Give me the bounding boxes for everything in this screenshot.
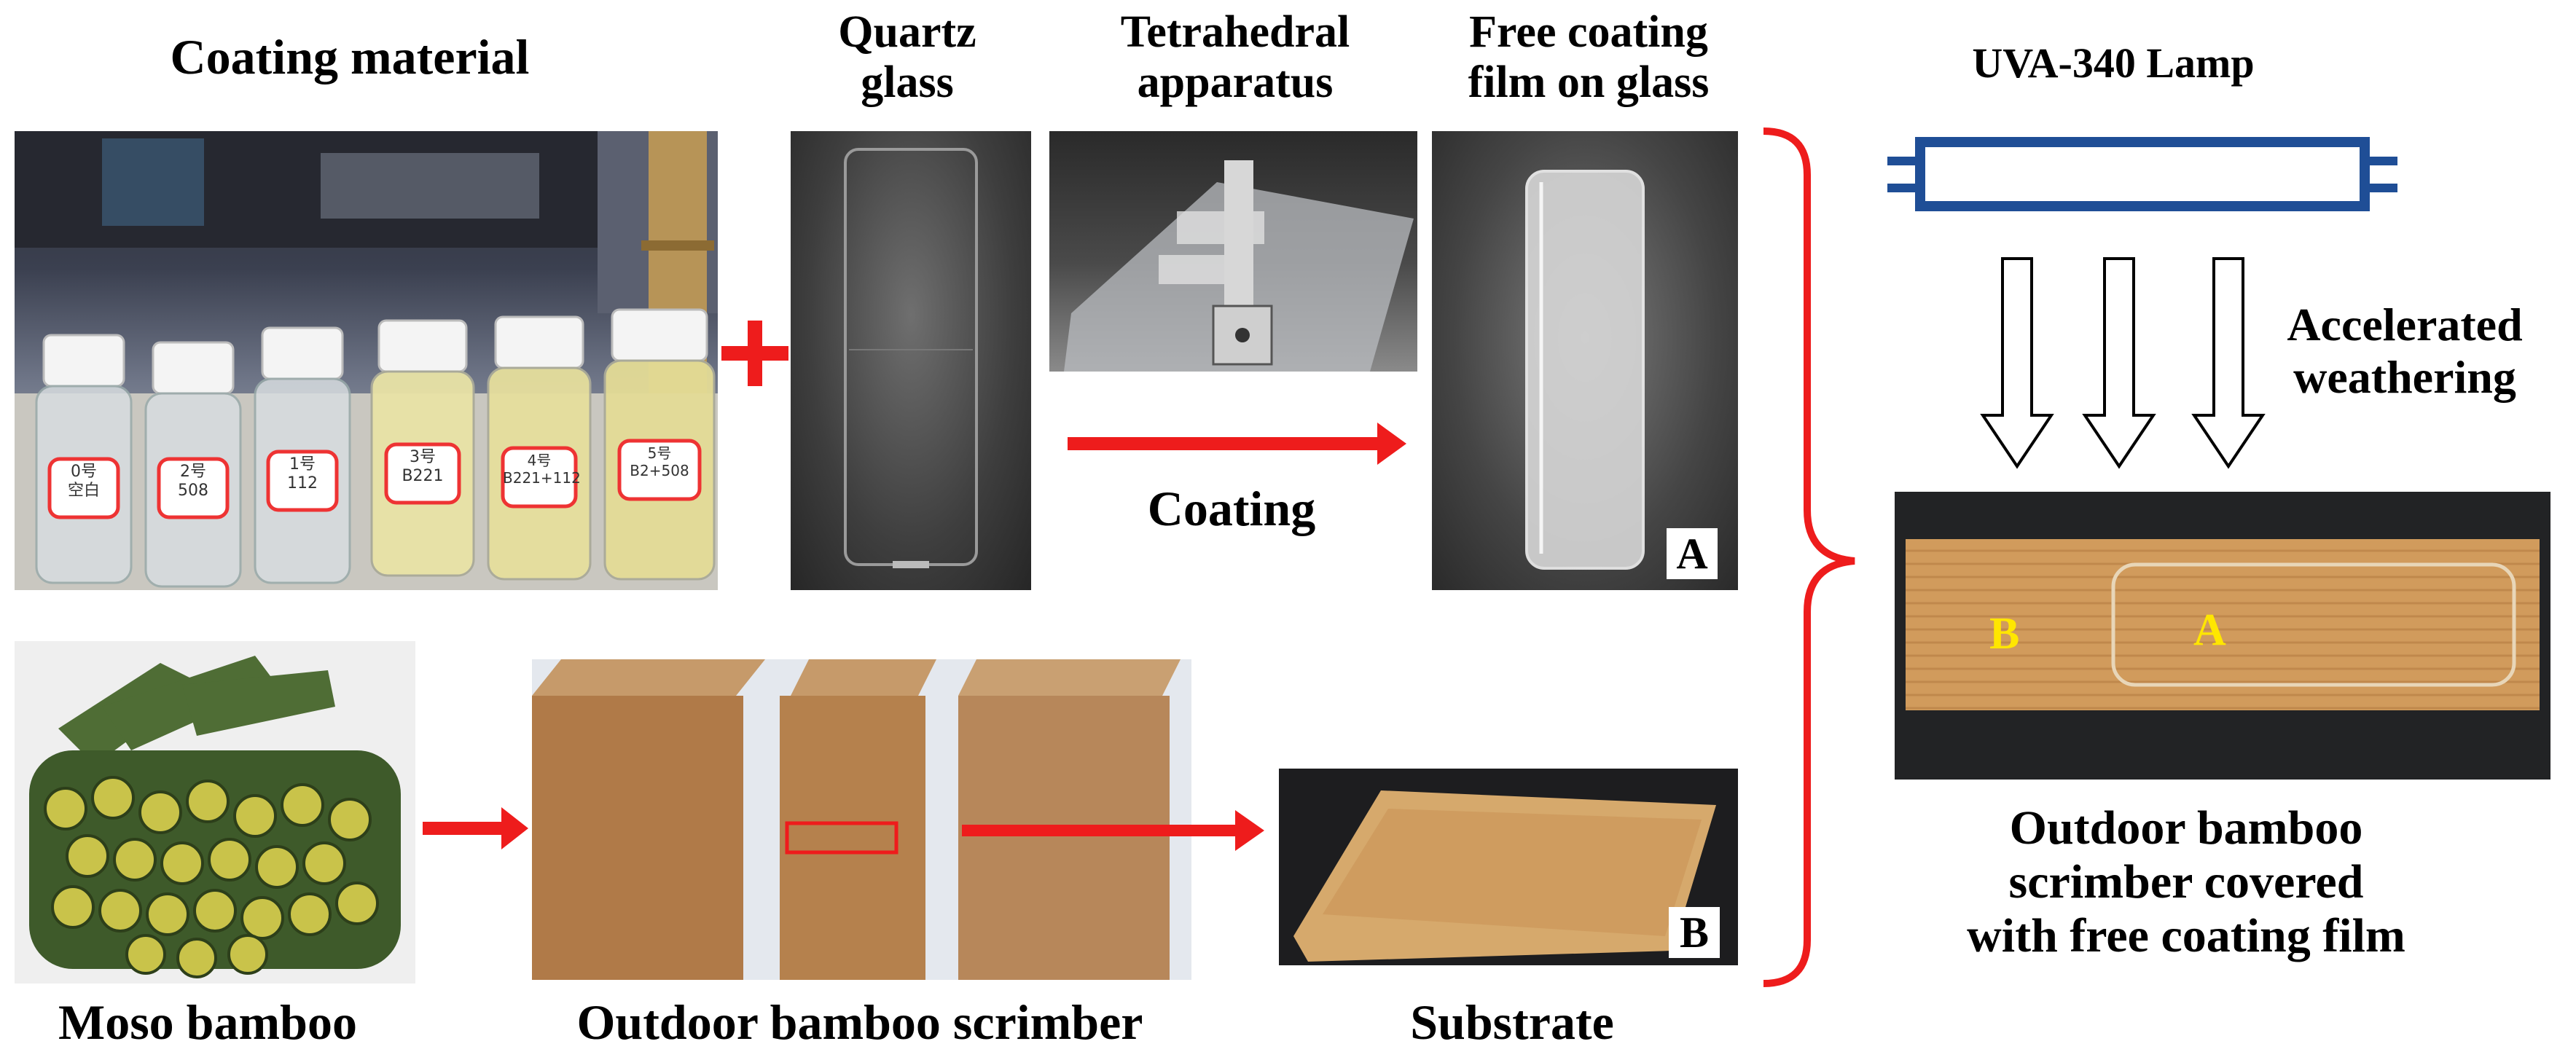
label-substrate: Substrate xyxy=(1410,994,1614,1050)
arrow-moso-to-scrimber xyxy=(423,807,528,849)
plus-icon xyxy=(721,321,788,386)
label-outdoor-bamboo-scrimber: Outdoor bamboo scrimber xyxy=(576,994,1143,1050)
photo-moso-bamboo xyxy=(15,641,415,984)
photo-coated-sample: B A xyxy=(1895,492,2550,780)
marker-a-sample: A xyxy=(2193,605,2226,655)
label-uva-lamp: UVA-340 Lamp xyxy=(1972,39,2255,87)
bottle-label-1: 0号空白 xyxy=(67,463,100,500)
bottle-group xyxy=(35,308,716,588)
label-moso-bamboo: Moso bamboo xyxy=(58,994,357,1050)
photo-outdoor-bamboo-scrimber xyxy=(532,659,1191,980)
marker-a-film: A xyxy=(1667,528,1718,579)
photo-tetrahedral-apparatus xyxy=(1049,131,1417,372)
photo-quartz-glass xyxy=(791,131,1031,590)
arrow-down-icons xyxy=(1980,257,2266,469)
lamp-icon xyxy=(1887,137,2397,211)
brace-icon xyxy=(1763,127,1855,987)
arrow-scrimber-to-substrate xyxy=(962,810,1264,851)
label-tetrahedral-apparatus: Tetrahedral apparatus xyxy=(1120,7,1350,108)
label-free-coating-film: Free coating film on glass xyxy=(1468,7,1710,108)
label-quartz-glass: Quartz glass xyxy=(838,7,976,108)
label-coating: Coating xyxy=(1147,481,1316,536)
arrow-coating xyxy=(1068,423,1406,465)
marker-b-sample: B xyxy=(1989,609,2020,659)
label-result: Outdoor bamboo scrimber covered with fre… xyxy=(1967,801,2405,962)
label-accelerated-weathering: Accelerated weathering xyxy=(2287,299,2523,403)
photo-free-coating-film: A xyxy=(1432,131,1738,590)
label-coating-material: Coating material xyxy=(170,29,530,85)
marker-b-substrate: B xyxy=(1669,907,1720,958)
photo-substrate: B xyxy=(1279,769,1738,965)
